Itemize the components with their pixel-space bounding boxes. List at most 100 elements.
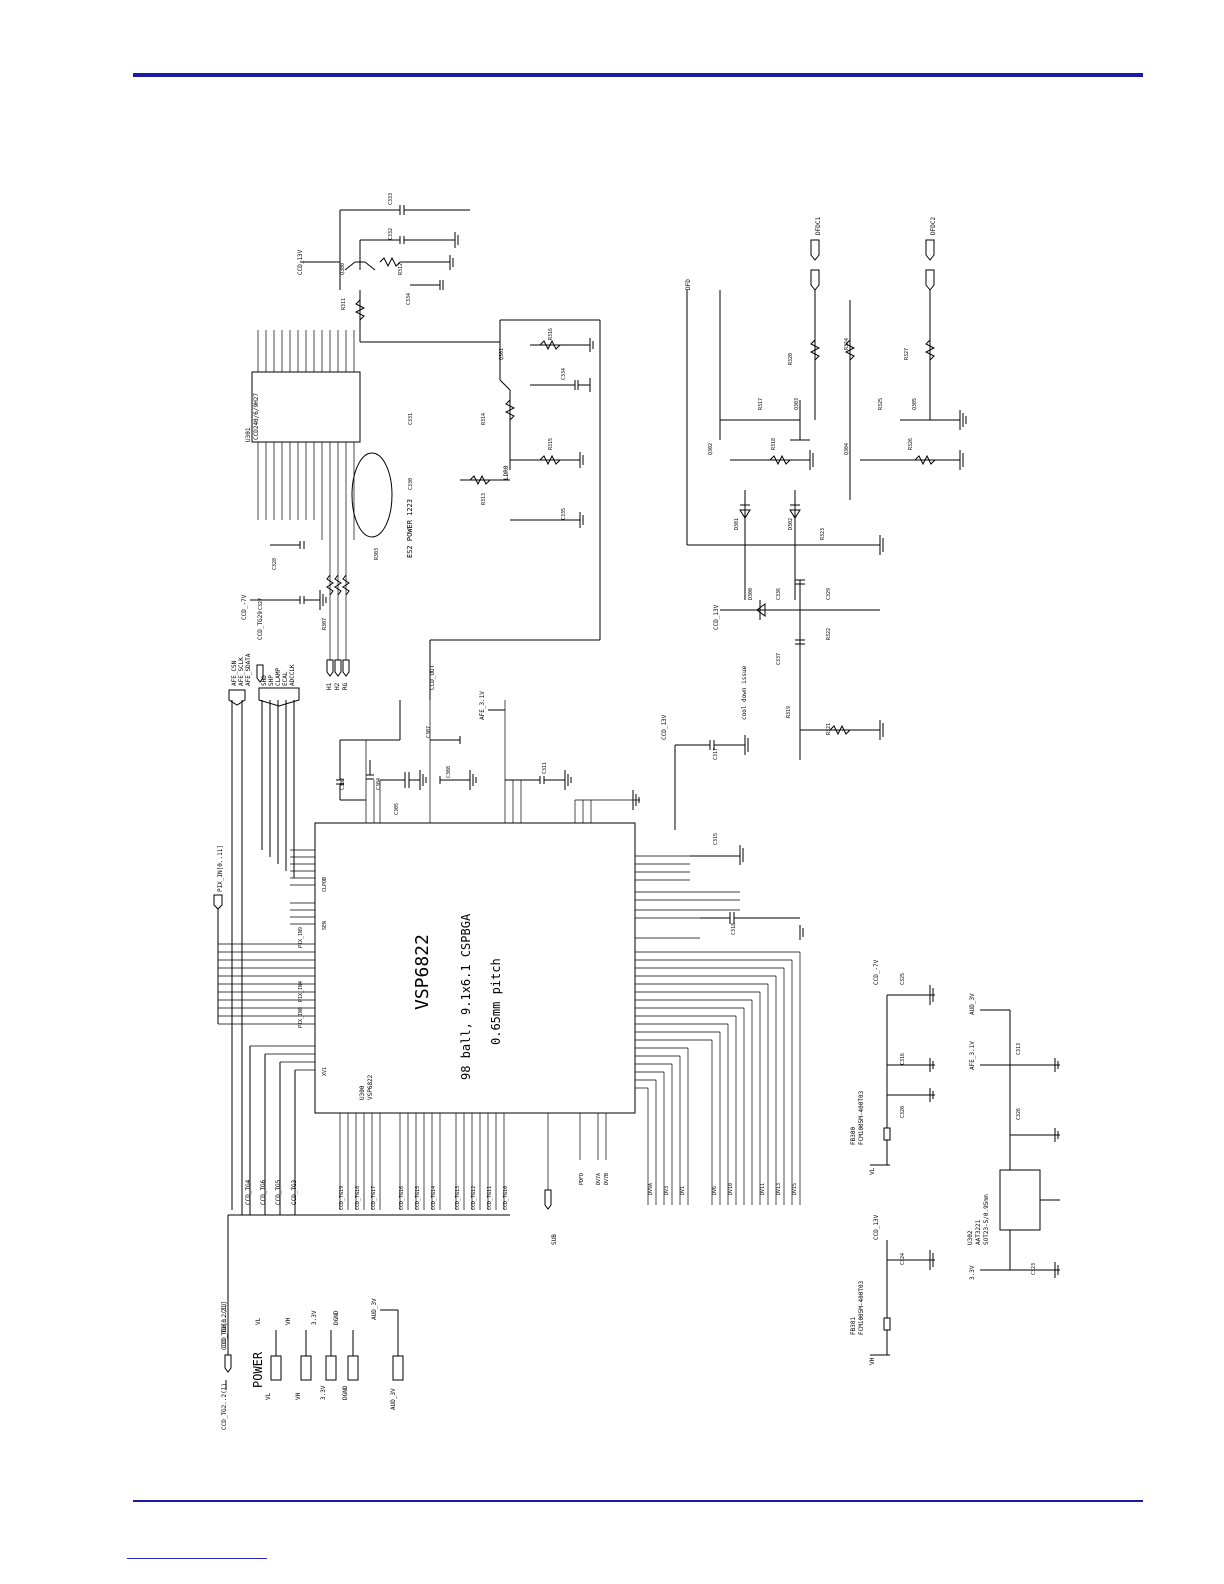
ccd-out-label: CCD_OUT <box>429 664 436 690</box>
power-ports <box>225 1309 404 1390</box>
ref-c331: C331 <box>408 413 414 425</box>
ic-ref: U300 <box>359 1085 366 1100</box>
net-dv7b: DV7B <box>604 1173 610 1185</box>
u301-pin-stubs <box>257 330 355 600</box>
header-rule <box>133 73 1143 77</box>
ref-c304: C304 <box>376 778 382 790</box>
ref-c308: C308 <box>446 766 452 778</box>
net-dv3: DV3 <box>664 1186 670 1195</box>
power-title: POWER <box>251 1351 265 1388</box>
power-vl-top: VL <box>255 1317 262 1325</box>
ref-c335: C335 <box>561 508 567 520</box>
ref-q302: Q302 <box>708 443 714 455</box>
rg-label: RG <box>342 682 349 690</box>
ccd-13v-label-right: CCD_13V <box>661 714 668 740</box>
ref-r313: R313 <box>481 493 487 505</box>
ref-r316: R316 <box>548 328 554 340</box>
ccd-sensor-u301 <box>251 371 361 443</box>
ref-d301: D301 <box>734 518 740 530</box>
h-series-resistors <box>326 574 350 596</box>
ecal-label: ECAL <box>282 671 289 686</box>
port-afe-bus <box>228 689 246 706</box>
dfdc-driver-circuit <box>686 269 967 760</box>
sub-label: SUB <box>551 1234 558 1245</box>
ref-r312: R312 <box>398 263 404 275</box>
ccd13v-decoupling <box>674 735 804 940</box>
net-tg18: CCD_TG18 <box>355 1186 361 1210</box>
es2-power-oval <box>351 452 393 538</box>
net-dv15: DV15 <box>792 1183 798 1195</box>
net-dv11: DV11 <box>760 1183 766 1195</box>
fb301-ref: FB301 <box>850 1317 857 1335</box>
tg4-label: CCD_TG4 <box>245 1179 252 1205</box>
ref-c320: C320 <box>900 1106 906 1118</box>
dfdc1-label: DFDC1 <box>815 217 822 235</box>
net-dv1: DV1 <box>680 1186 686 1195</box>
ref-q303: Q303 <box>794 398 800 410</box>
footer-link-underline <box>127 1558 267 1559</box>
net-dv10: DV10 <box>728 1183 734 1195</box>
ref-r311: R311 <box>341 298 347 310</box>
ic-package-line: 98 ball, 9.1x6.1 CSPBGA <box>459 913 473 1080</box>
u302-package: SOT23-5/0.95mm <box>983 1194 990 1245</box>
vsp6822-ic-body <box>314 822 636 1114</box>
ccd-7v-label: CCD_-7V <box>241 594 248 620</box>
port-ccd-tg <box>224 1354 232 1373</box>
top-decoupling-caps <box>336 700 477 801</box>
power-aud-3v: AUD_3V <box>390 1388 397 1410</box>
footer-rule <box>133 1500 1143 1502</box>
afe-bus-labels: AFE_CSN AFE_SCLK AFE_SDATA SHD SHP CLAMP… <box>231 653 296 686</box>
ferrite-fb301 <box>870 1240 935 1356</box>
ref-r321: R321 <box>826 723 832 735</box>
fb300-part: FCM1005M-400T03 <box>858 1090 865 1145</box>
fb300-labels: FB300 FCM1005M-400T03 VL CCD_-7V <box>850 959 880 1175</box>
ref-r322: R322 <box>826 628 832 640</box>
ref-r315: R315 <box>548 438 554 450</box>
tg5-label: CCD_TG5 <box>275 1179 282 1205</box>
ref-r314: R314 <box>481 413 487 425</box>
net-dv13: DV13 <box>776 1183 782 1195</box>
h-clock-ports <box>326 600 350 677</box>
ref-r318: R318 <box>771 438 777 450</box>
ref-c330: C330 <box>408 478 414 490</box>
ref-q305: Q305 <box>912 398 918 410</box>
afe-csn-label: AFE_CSN <box>231 660 238 686</box>
adcclk-label: ADCCLK <box>289 664 296 686</box>
ref-r320: R320 <box>788 353 794 365</box>
ldr-label: LDR0 <box>503 465 510 480</box>
power-aud-3v-top: AUD_3V <box>371 1298 378 1320</box>
ref-c313: C313 <box>1016 1043 1022 1055</box>
ref-c328: C328 <box>272 558 278 570</box>
afe-3v-label-bottom: AFE_3.1V <box>969 1041 976 1070</box>
ref-c302: C302 <box>340 778 346 790</box>
power-vh: VH <box>295 1392 302 1400</box>
port-tg2-label: CCD_TG2..2(1) <box>221 1383 228 1430</box>
power-dgnd: DGND <box>342 1385 349 1400</box>
ref-c318: C318 <box>731 923 737 935</box>
ref-d302: D302 <box>788 518 794 530</box>
ref-c311: C311 <box>542 762 548 774</box>
net-tg11: CCD_TG11 <box>487 1186 493 1210</box>
fb301-part: FCM1005M-400T03 <box>858 1280 865 1335</box>
q300-emitter-follower <box>300 205 470 330</box>
fb301-labels: FB301 FCM1005M-400T03 VH CCD_13V <box>850 1214 880 1365</box>
afe-sclk-label: AFE_SCLK <box>238 657 245 686</box>
net-pdfd: PDFD <box>579 1173 585 1185</box>
power-3v3-top: 3.3V <box>311 1310 318 1325</box>
ic-part-name: VSP6822 <box>412 934 433 1010</box>
ic-right-pins <box>635 855 740 939</box>
ref-r319: R319 <box>786 706 792 718</box>
ic-left-pins <box>218 849 315 1071</box>
u302-regulator <box>999 1169 1041 1231</box>
u301-ref: U301 <box>245 427 252 442</box>
ref-r324: R324 <box>844 338 850 350</box>
ref-r323: R323 <box>820 528 826 540</box>
port-tg29 <box>256 664 264 683</box>
u302-ref: U302 <box>967 1230 974 1245</box>
bottom-net-labels: CCD_TG19 CCD_TG18 CCD_TG17 CCD_TG16 CCD_… <box>339 1173 610 1210</box>
port-tg0-label: CCD_TG0..2(1) <box>221 1303 228 1350</box>
h2-label: H2 <box>334 682 341 690</box>
dfdc2-label: DFDC2 <box>930 217 937 235</box>
pin-pix-in4: PIX_IN4 <box>298 981 304 1002</box>
